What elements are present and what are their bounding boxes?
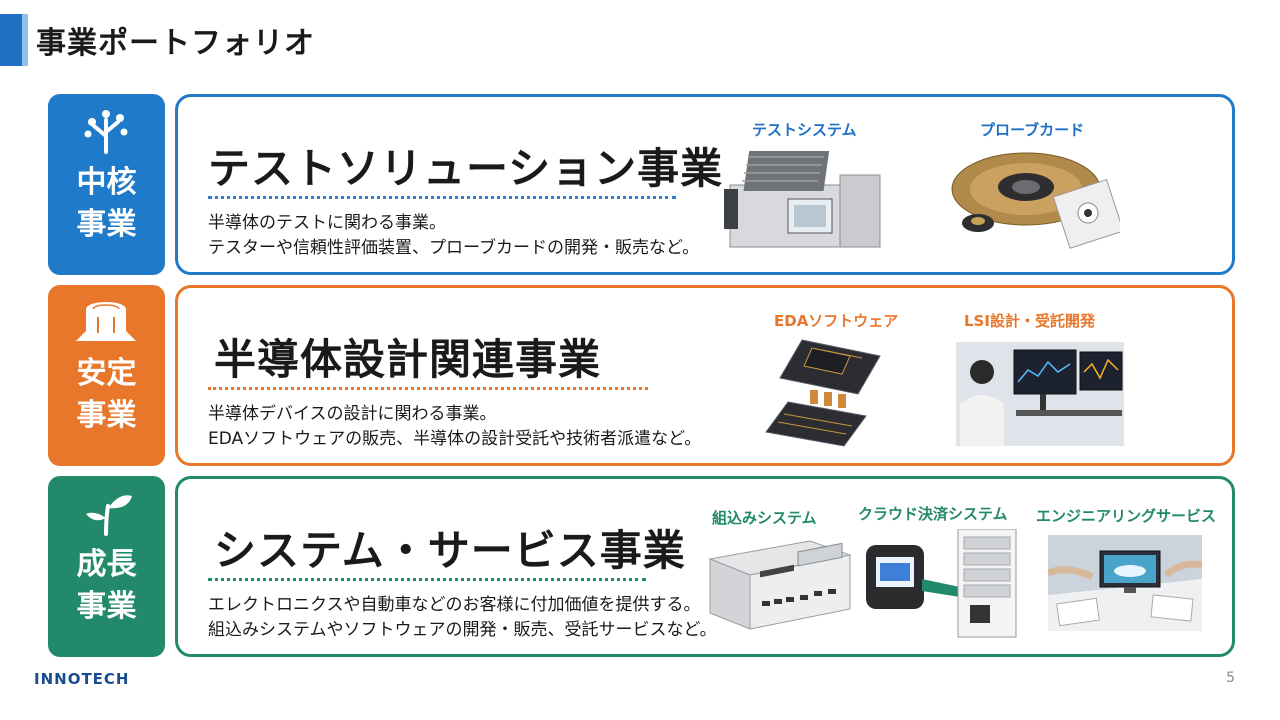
segment-tag-core: 中核 事業 bbox=[48, 94, 165, 275]
product-label: LSI設計・受託開発 bbox=[964, 312, 1095, 330]
product-label: EDAソフトウェア bbox=[774, 312, 899, 330]
segment-tag-stable: 安定 事業 bbox=[48, 285, 165, 466]
tree-stump-icon bbox=[76, 302, 136, 341]
engineering-service-image bbox=[1048, 535, 1202, 631]
dotted-divider bbox=[208, 196, 676, 199]
product-label: クラウド決済システム bbox=[858, 505, 1008, 523]
product-label: エンジニアリングサービス bbox=[1036, 507, 1217, 525]
page-number: 5 bbox=[1226, 670, 1235, 686]
segment-card-test-solution: テストソリューション事業 半導体のテストに関わる事業。 テスターや信頼性評価装置… bbox=[175, 94, 1235, 275]
lsi-design-image bbox=[956, 342, 1124, 446]
test-system-image bbox=[724, 151, 881, 248]
segment-title: テストソリューション事業 bbox=[208, 144, 724, 193]
segment-title: 半導体設計関連事業 bbox=[214, 335, 602, 384]
product-label: プローブカード bbox=[980, 121, 1085, 139]
tree-icon bbox=[84, 110, 128, 154]
dotted-divider bbox=[208, 578, 646, 581]
title-accent-bar-light bbox=[22, 14, 28, 66]
dotted-divider bbox=[208, 387, 648, 390]
page-title: 事業ポートフォリオ bbox=[36, 26, 315, 61]
embedded-system-image bbox=[708, 540, 852, 630]
probe-card-image bbox=[951, 152, 1120, 249]
segment-title: システム・サービス事業 bbox=[214, 526, 686, 575]
product-label: 組込みシステム bbox=[712, 509, 817, 527]
segment-tag-label: 中核 事業 bbox=[76, 165, 137, 242]
segment-card-system-service: システム・サービス事業 エレクトロニクスや自動車などのお客様に付加価値を提供する… bbox=[175, 476, 1235, 657]
segment-tag-growth: 成長 事業 bbox=[48, 476, 165, 657]
eda-software-image bbox=[765, 339, 881, 447]
title-accent-bar bbox=[0, 14, 22, 66]
segment-description: エレクトロニクスや自動車などのお客様に付加価値を提供する。 組込みシステムやソフ… bbox=[208, 595, 717, 640]
product-label: テストシステム bbox=[752, 121, 857, 139]
sprout-icon bbox=[86, 495, 132, 536]
segment-tag-label: 安定 事業 bbox=[76, 356, 137, 433]
segment-card-semiconductor-design: 半導体設計関連事業 半導体デバイスの設計に関わる事業。 EDAソフトウェアの販売… bbox=[175, 285, 1235, 466]
cloud-payment-system-image bbox=[866, 529, 1017, 638]
segment-description: 半導体デバイスの設計に関わる事業。 EDAソフトウェアの販売、半導体の設計受託や… bbox=[208, 404, 702, 449]
segment-tag-label: 成長 事業 bbox=[76, 547, 137, 624]
segment-description: 半導体のテストに関わる事業。 テスターや信頼性評価装置、プローブカードの開発・販… bbox=[208, 213, 700, 258]
company-logo: INNOTECH bbox=[34, 670, 130, 688]
